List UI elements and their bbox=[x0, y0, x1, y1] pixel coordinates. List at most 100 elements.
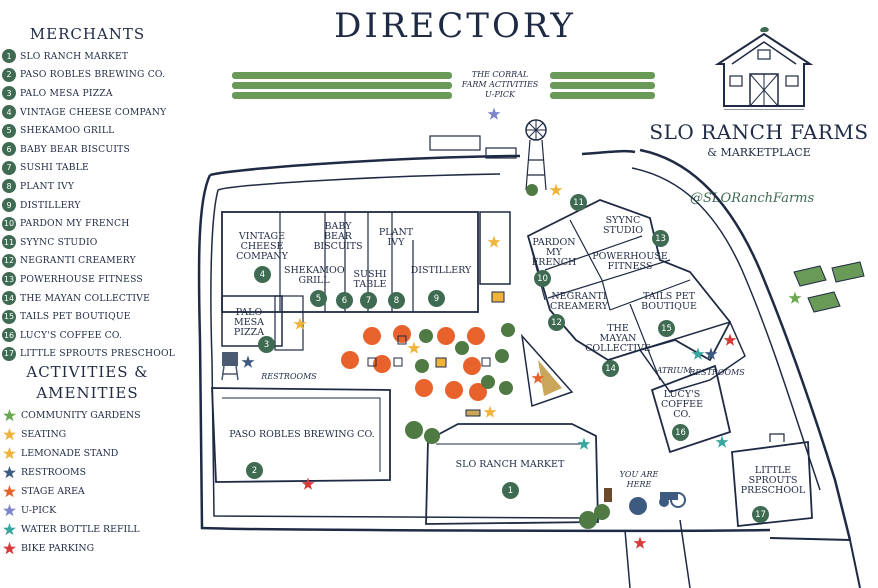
restrooms-left-label[interactable]: RESTROOMS bbox=[261, 372, 317, 381]
amenity-star-icon[interactable] bbox=[487, 235, 501, 248]
tails-label[interactable]: TAILS PET BOUTIQUE bbox=[634, 292, 704, 312]
amenity-star-icon[interactable] bbox=[483, 405, 497, 418]
map-badge-1[interactable]: 1 bbox=[502, 482, 519, 499]
plant-ivy-label[interactable]: PLANT IVY bbox=[376, 228, 416, 248]
pardon-label[interactable]: PARDON MY FRENCH bbox=[528, 238, 580, 268]
lucys-line-1: LUCY'S bbox=[663, 389, 701, 400]
mayan-label[interactable]: THE MAYAN COLLECTIVE bbox=[578, 324, 658, 354]
activity-item[interactable]: RESTROOMS bbox=[0, 463, 175, 482]
merchant-number-badge: 2 bbox=[2, 67, 16, 82]
lucys-line-2: COFFEE bbox=[660, 399, 704, 410]
activity-item[interactable]: WATER BOTTLE REFILL bbox=[0, 520, 175, 539]
lucys-label[interactable]: LUCY'S COFFEE CO. bbox=[654, 390, 710, 420]
activity-item[interactable]: STAGE AREA bbox=[0, 482, 175, 501]
merchant-number-badge: 5 bbox=[2, 123, 16, 138]
activity-item[interactable]: BIKE PARKING bbox=[0, 539, 175, 558]
amenity-star-icon[interactable] bbox=[301, 477, 315, 490]
slo-market-label[interactable]: SLO RANCH MARKET bbox=[455, 459, 565, 470]
map-badge-14[interactable]: 14 bbox=[602, 360, 619, 377]
merchant-number-badge: 6 bbox=[2, 142, 16, 157]
map-badge-2[interactable]: 2 bbox=[246, 462, 263, 479]
merchant-label: DISTILLERY bbox=[20, 199, 81, 211]
map-badge-17[interactable]: 17 bbox=[752, 506, 769, 523]
amenity-star-icon[interactable] bbox=[293, 317, 307, 330]
shekamoo-label[interactable]: SHEKAMOO GRILL bbox=[284, 266, 345, 286]
corral-line-3: U-PICK bbox=[485, 90, 515, 99]
atrium-label[interactable]: ATRIUM bbox=[656, 366, 692, 375]
activity-label: U-PICK bbox=[21, 505, 57, 516]
amenity-star-icon[interactable] bbox=[633, 536, 647, 549]
map-badge-5[interactable]: 5 bbox=[310, 290, 327, 307]
palo-mesa-label[interactable]: PALO MESA PIZZA bbox=[226, 308, 272, 338]
map-badge-12[interactable]: 12 bbox=[548, 314, 565, 331]
map-badge-3[interactable]: 3 bbox=[258, 336, 275, 353]
map-badge-7[interactable]: 7 bbox=[360, 292, 377, 309]
amenity-star-icon[interactable] bbox=[241, 355, 255, 368]
syync-label[interactable]: SYYNC STUDIO bbox=[598, 216, 648, 236]
activity-item[interactable]: SEATING bbox=[0, 425, 175, 444]
baby-bear-label[interactable]: BABY BEAR BISCUITS bbox=[312, 222, 364, 252]
activity-item[interactable]: U-PICK bbox=[0, 501, 175, 520]
map-badge-9[interactable]: 9 bbox=[428, 290, 445, 307]
syync-line-1: SYYNC bbox=[605, 215, 641, 226]
merchant-item[interactable]: 6 BABY BEAR BISCUITS bbox=[0, 140, 175, 159]
map-badge-11[interactable]: 11 bbox=[570, 194, 587, 211]
you-are-here-line-2: HERE bbox=[626, 480, 652, 489]
map-badge-6[interactable]: 6 bbox=[336, 292, 353, 309]
amenity-star-icon[interactable] bbox=[487, 107, 501, 120]
seating-tables bbox=[367, 291, 505, 417]
mayan-line-1: THE bbox=[607, 323, 629, 334]
amenity-star-icon[interactable] bbox=[549, 183, 563, 196]
map-badge-15[interactable]: 15 bbox=[658, 320, 675, 337]
amenity-star-icon[interactable] bbox=[723, 333, 737, 346]
syync-line-2: STUDIO bbox=[602, 225, 643, 236]
lucys-line-3: CO. bbox=[673, 409, 691, 420]
brewing-label[interactable]: PASO ROBLES BREWING CO. bbox=[229, 429, 375, 440]
merchant-number-badge: 10 bbox=[2, 216, 16, 231]
powerhouse-line-1: POWERHOUSE bbox=[592, 251, 668, 262]
restrooms-right-label[interactable]: RESTROOMS bbox=[689, 368, 745, 377]
sprouts-label[interactable]: LITTLE SPROUTS PRESCHOOL bbox=[738, 466, 808, 496]
activity-item[interactable]: COMMUNITY GARDENS bbox=[0, 406, 175, 425]
amenity-star-icon[interactable] bbox=[691, 347, 705, 360]
activity-label: BIKE PARKING bbox=[21, 543, 95, 554]
vintage-line-3: COMPANY bbox=[236, 251, 288, 262]
amenity-markers bbox=[241, 107, 802, 549]
sushi-label[interactable]: SUSHI TABLE bbox=[348, 270, 392, 290]
distillery-label[interactable]: DISTILLERY bbox=[410, 265, 472, 276]
vintage-cheese-label[interactable]: VINTAGE CHEESE COMPANY bbox=[228, 232, 296, 262]
amenity-star-icon[interactable] bbox=[407, 341, 421, 354]
map-badge-8[interactable]: 8 bbox=[388, 292, 405, 309]
amenity-star-icon[interactable] bbox=[531, 371, 545, 384]
patio-umbrellas bbox=[341, 325, 487, 401]
map-badge-16[interactable]: 16 bbox=[672, 424, 689, 441]
amenity-star-icon[interactable] bbox=[715, 435, 729, 448]
amenity-star-icon[interactable] bbox=[788, 291, 802, 304]
amenity-star-icon[interactable] bbox=[704, 347, 718, 360]
star-icon bbox=[3, 485, 16, 498]
map-badge-10[interactable]: 10 bbox=[534, 270, 551, 287]
map-badge-13[interactable]: 13 bbox=[652, 230, 669, 247]
map-badge-4[interactable]: 4 bbox=[254, 266, 271, 283]
negranti-label[interactable]: NEGRANTI CREAMERY bbox=[544, 292, 614, 312]
merchant-label: BABY BEAR BISCUITS bbox=[20, 143, 130, 155]
powerhouse-label[interactable]: POWERHOUSE FITNESS bbox=[590, 252, 670, 272]
amenity-star-icon[interactable] bbox=[577, 437, 591, 450]
activity-item[interactable]: LEMONADE STAND bbox=[0, 444, 175, 463]
